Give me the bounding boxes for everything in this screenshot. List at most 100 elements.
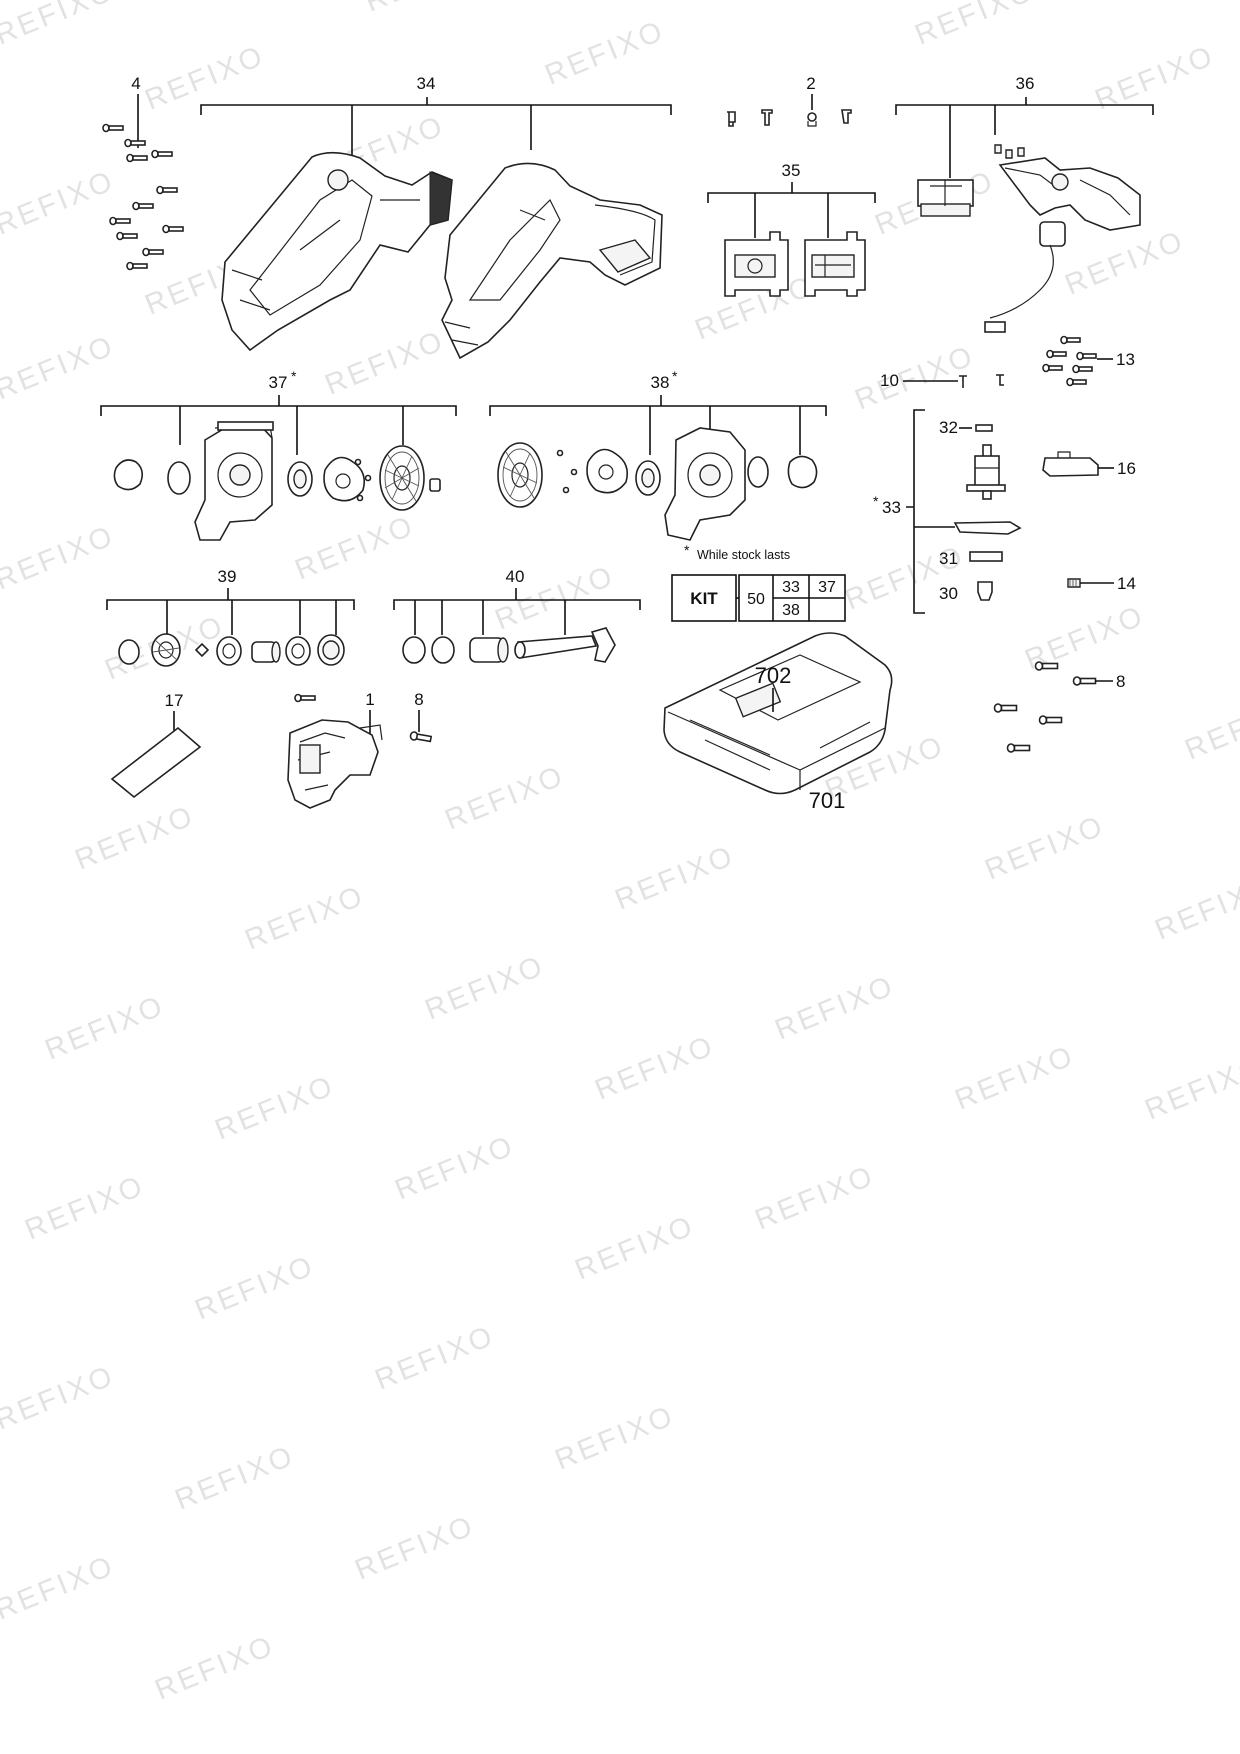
watermark: REFIXO	[751, 1160, 880, 1237]
watermark: REFIXO	[211, 1070, 340, 1147]
shoe-part	[1042, 457, 1099, 477]
kit-number: 50	[747, 591, 765, 608]
callout-8: 8	[1116, 672, 1125, 691]
bearing-cap	[113, 459, 144, 491]
bearing-cap	[787, 455, 818, 489]
watermark: REFIXO	[611, 840, 740, 917]
watermark: REFIXO	[191, 1250, 320, 1327]
callout-17: 17	[165, 691, 184, 710]
watermark: REFIXO	[0, 520, 119, 597]
callout-8: 8	[414, 690, 423, 709]
part-group-16: 16	[1042, 451, 1136, 478]
pin-32	[975, 424, 993, 432]
callout-14: 14	[1117, 574, 1136, 593]
watermark: REFIXO	[541, 15, 670, 92]
stock-note: * While stock lasts	[684, 542, 790, 562]
carrying-case: 702 701	[663, 632, 893, 813]
callout-702: 702	[755, 663, 792, 688]
gear-housing	[194, 421, 274, 541]
watermark: REFIXO	[951, 1040, 1080, 1117]
watermark: REFIXO	[1181, 690, 1240, 767]
callout-36: 36	[1016, 74, 1035, 93]
watermark: REFIXO	[171, 1440, 300, 1517]
part-31	[969, 551, 1003, 562]
cover-plate	[323, 456, 366, 502]
watermark: REFIXO	[0, 330, 119, 407]
bracket	[707, 182, 876, 238]
watermark: REFIXO	[41, 990, 170, 1067]
screw-set	[993, 661, 1097, 753]
callout-1: 1	[365, 690, 374, 709]
part-group-37: 37 *	[100, 368, 457, 541]
part-group-14: 14	[1067, 574, 1136, 593]
gear-housing	[664, 427, 746, 541]
watermark: REFIXO	[1061, 225, 1190, 302]
watermark: REFIXO	[0, 1360, 119, 1437]
part-group-17: 17	[110, 691, 202, 799]
watermark: REFIXO	[0, 0, 119, 51]
asterisk: *	[873, 493, 879, 509]
callout-38: 38	[651, 373, 670, 392]
watermark: REFIXO	[391, 1130, 520, 1207]
part-group-40: 40	[393, 567, 641, 664]
kit-table: KIT 50 33 37 38	[671, 574, 846, 622]
bracket	[106, 588, 355, 635]
part-group-36: 36	[895, 74, 1154, 333]
callout-34: 34	[417, 74, 436, 93]
callout-4: 4	[131, 74, 140, 93]
callout-33: 33	[882, 498, 901, 517]
watermark: REFIXO	[441, 760, 570, 837]
bracket	[393, 588, 641, 635]
plunger-shaft	[514, 627, 616, 663]
housing-half-right	[441, 162, 663, 360]
o-ring	[167, 461, 191, 495]
callout-30: 30	[939, 584, 958, 603]
callout-31: 31	[939, 549, 958, 568]
watermark: REFIXO	[21, 1170, 150, 1247]
callout-37: 37	[269, 373, 288, 392]
bracket	[895, 97, 1154, 178]
drive-parts-40	[402, 627, 616, 664]
drive-parts-39	[118, 633, 345, 667]
watermark: REFIXO	[911, 0, 1040, 51]
bracket	[906, 409, 955, 614]
pin	[996, 374, 1004, 386]
housing-half-left	[221, 151, 453, 352]
asterisk: *	[672, 368, 678, 384]
screw-set	[102, 123, 184, 271]
kit-content: 33	[782, 579, 800, 596]
watermark: REFIXO	[0, 165, 119, 242]
small-screws	[354, 458, 372, 502]
front-housing	[287, 719, 383, 809]
watermark: REFIXO	[851, 340, 980, 417]
watermark: REFIXO	[1151, 870, 1240, 947]
bracket	[489, 395, 827, 455]
watermark: REFIXO	[551, 1400, 680, 1477]
screw-set	[1042, 335, 1097, 387]
small-screws	[556, 449, 578, 494]
asterisk: *	[291, 368, 297, 384]
part-group-10: 10	[880, 371, 1004, 390]
kit-content: 38	[782, 602, 800, 619]
part-group-34: 34	[200, 74, 672, 360]
callout-16: 16	[1117, 459, 1136, 478]
callout-32: 32	[939, 418, 958, 437]
pin-set	[727, 109, 852, 127]
part-30	[977, 581, 993, 601]
part-group-35: 35	[707, 161, 876, 297]
part-group-1: 1	[287, 690, 383, 809]
watermark: REFIXO	[71, 800, 200, 877]
ring-gear	[379, 445, 425, 511]
insert-tray	[734, 682, 782, 718]
watermark: REFIXO	[0, 1550, 119, 1627]
callout-40: 40	[506, 567, 525, 586]
switch-module-right	[804, 231, 866, 297]
o-ring	[747, 456, 769, 488]
callout-2: 2	[806, 74, 815, 93]
stock-note-text: While stock lasts	[697, 548, 790, 562]
part-group-8-right: 8	[993, 661, 1125, 753]
bracket	[200, 97, 672, 162]
callout-35: 35	[782, 161, 801, 180]
asterisk: *	[684, 542, 690, 558]
